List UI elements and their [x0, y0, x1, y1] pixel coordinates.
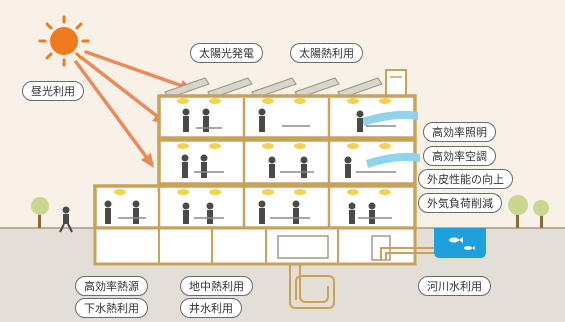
desks	[118, 125, 396, 219]
geothermal-pipes	[289, 264, 335, 309]
label-solar-power: 太陽光発電	[190, 43, 263, 63]
label-efficient-ac: 高効率空調	[423, 146, 496, 166]
fish-icon	[449, 237, 475, 250]
basement	[93, 226, 417, 266]
label-sewage-heat: 下水熱利用	[75, 298, 148, 318]
sun-icon	[38, 15, 90, 67]
person-icon	[104, 108, 376, 224]
river	[434, 228, 486, 258]
sunlight-arrows	[74, 50, 190, 164]
label-load-reduction: 外気負荷削減	[418, 193, 502, 213]
label-geothermal: 地中熱利用	[180, 276, 253, 296]
ceiling-lights	[114, 98, 391, 195]
label-efficient-heat-source: 高効率熱源	[75, 276, 148, 296]
label-well-water: 井水利用	[180, 298, 242, 318]
solar-panel-icon	[164, 77, 383, 99]
rooftop-unit	[385, 69, 407, 97]
label-solar-heat: 太陽熱利用	[290, 43, 363, 63]
airflow	[362, 110, 420, 168]
label-envelope: 外皮性能の向上	[418, 169, 513, 189]
label-efficient-lighting: 高効率照明	[423, 122, 496, 142]
pedestrian-icon	[59, 206, 73, 233]
tree-icon	[31, 195, 549, 228]
label-river-water: 河川水利用	[418, 276, 491, 296]
label-daylight: 昼光利用	[22, 81, 84, 101]
